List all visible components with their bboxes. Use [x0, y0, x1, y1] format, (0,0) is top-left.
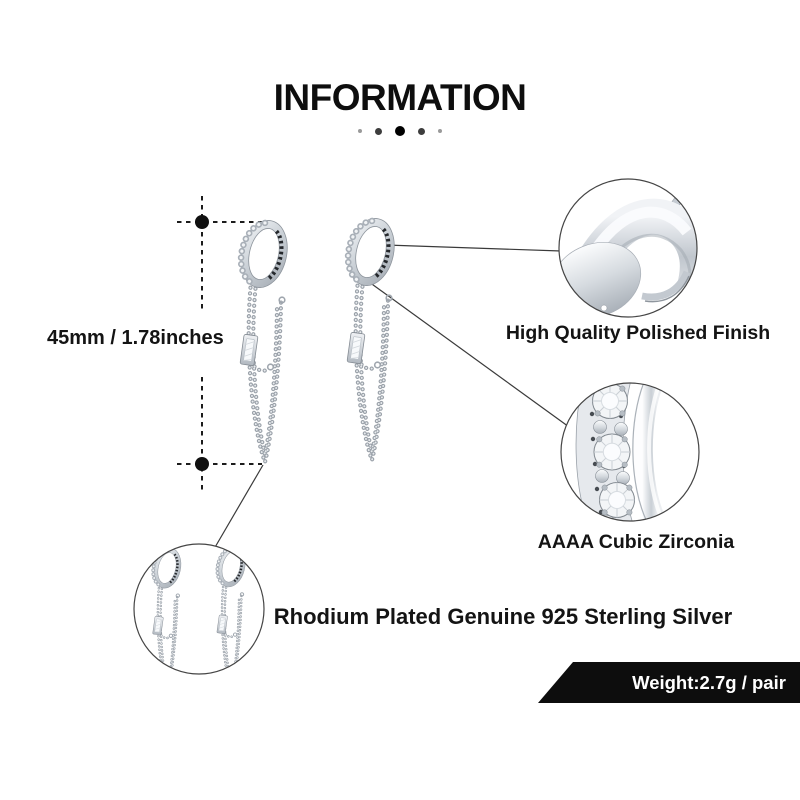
- size-dimension-label: 45mm / 1.78inches: [47, 327, 224, 349]
- feature-label-cubic-zirconia: AAAA Cubic Zirconia: [537, 531, 735, 553]
- detail-cubic-zirconia: [560, 382, 700, 522]
- feature-label-material: Rhodium Plated Genuine 925 Sterling Silv…: [273, 604, 733, 629]
- title-dot: [438, 129, 442, 133]
- title-dot: [358, 129, 362, 133]
- title-dot: [395, 126, 405, 136]
- cz-stones: [592, 383, 635, 518]
- feature-label-polished-finish: High Quality Polished Finish: [505, 322, 771, 344]
- earring-pair: [234, 214, 400, 462]
- detail-polished-finish: [558, 178, 698, 318]
- weight-banner-label: Weight:2.7g / pair: [632, 671, 786, 693]
- page-title: INFORMATION: [273, 77, 527, 118]
- title-separator: [0, 124, 800, 138]
- title-dot: [418, 127, 425, 135]
- callout-lines: [213, 244, 577, 550]
- title-dot: [375, 127, 382, 135]
- weight-banner: Weight:2.7g / pair: [538, 662, 800, 703]
- dimension-dot-top: [195, 215, 209, 229]
- dimension-dot-bottom: [195, 457, 209, 471]
- detail-pair-thumbnail: [133, 543, 265, 675]
